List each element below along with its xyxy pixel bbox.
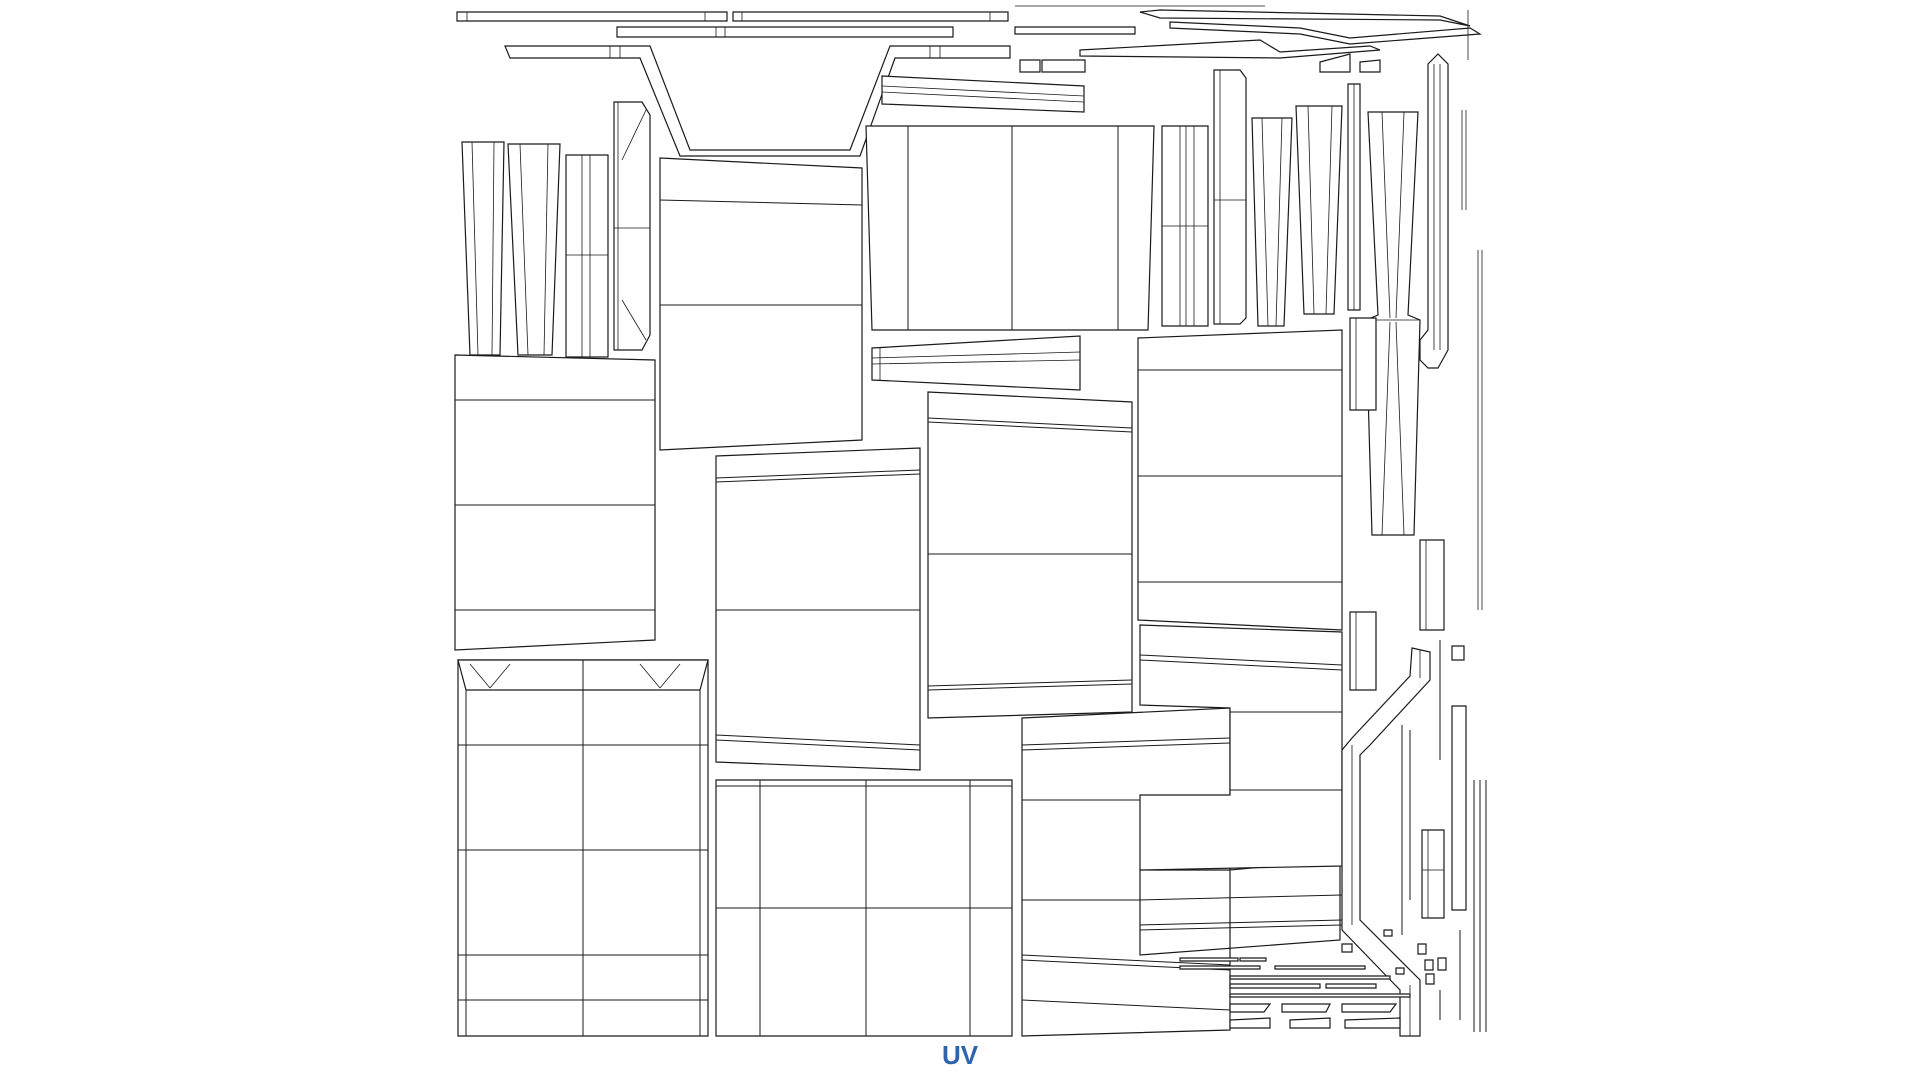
- uv-island-panel-top-center: [660, 158, 862, 450]
- uv-island-tiny-pieces: [1180, 930, 1446, 1028]
- uv-island-tapered-columns-left: [462, 102, 650, 357]
- uv-island-panel-lower-center-grid: [716, 780, 1012, 1036]
- uv-island-right-edge-strips: [1402, 640, 1486, 1032]
- uv-island-hourglass-column: [1366, 112, 1420, 535]
- uv-island-vertical-strips-right: [1162, 70, 1360, 326]
- uv-island-panel-middle-center: [716, 448, 920, 770]
- uv-island-panel-lower-left-grid: [458, 660, 708, 1036]
- uv-island-end-caps: [1350, 318, 1466, 910]
- uv-island-skewed-strip-top: [882, 76, 1084, 112]
- uv-island-diagonal-l-strip: [1342, 648, 1430, 1036]
- uv-island-panel-top-right: [866, 126, 1154, 330]
- uv-island-top-strips: [457, 6, 1480, 60]
- uv-island-right-curved-strip: [1420, 54, 1482, 610]
- uv-caption: UV: [941, 1040, 979, 1070]
- uv-island-panel-far-right: [1138, 330, 1342, 630]
- uv-island-panel-middle-right: [928, 392, 1132, 718]
- uv-island-lower-stepped: [1022, 625, 1342, 1036]
- uv-island-bent-strip: [505, 46, 1010, 156]
- uv-island-small-top-pieces: [1020, 54, 1380, 72]
- uv-island-panel-middle-left: [455, 355, 655, 650]
- uv-island-skewed-strip-middle: [872, 336, 1080, 390]
